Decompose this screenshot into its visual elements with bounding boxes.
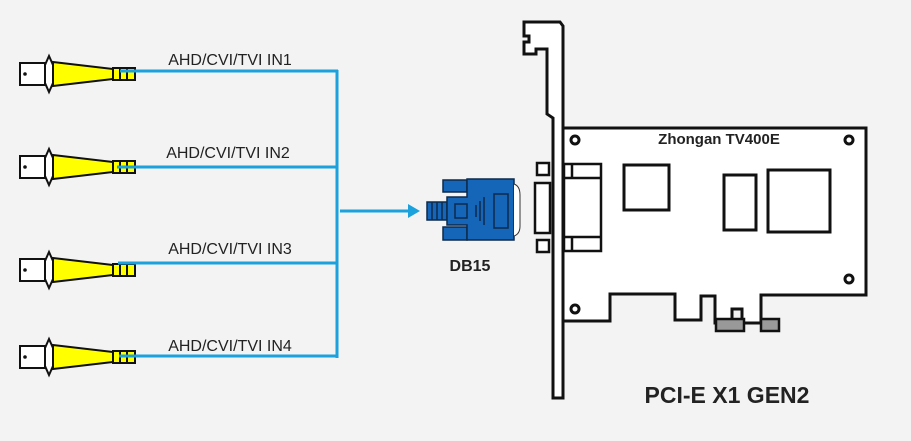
bnc-connector-icon — [19, 338, 136, 376]
bnc-connector-icon — [19, 251, 136, 289]
chip — [622, 163, 671, 212]
chips — [622, 163, 832, 234]
arrow-head-icon — [408, 204, 420, 218]
card-name: Zhongan TV400E — [658, 131, 780, 148]
mounting-hole — [843, 273, 855, 285]
db15-connector-icon — [426, 178, 521, 241]
input-connector-4 — [19, 338, 136, 376]
db15-label: DB15 — [450, 258, 491, 275]
gold-finger — [759, 317, 781, 333]
mounting-hole — [569, 303, 581, 315]
chip — [766, 168, 832, 234]
input-label-2: AHD/CVI/TVI IN2 — [166, 145, 290, 162]
input-label-4: AHD/CVI/TVI IN4 — [168, 338, 292, 355]
vga-port — [533, 161, 603, 254]
bnc-connector-icon — [19, 55, 136, 93]
mounting-holes — [569, 134, 855, 315]
input-label-3: AHD/CVI/TVI IN3 — [168, 241, 292, 258]
input-connector-3 — [19, 251, 136, 289]
gold-finger — [714, 317, 746, 333]
chip — [722, 173, 758, 232]
input-connector-1 — [19, 55, 136, 93]
mounting-hole — [569, 134, 581, 146]
mounting-hole — [843, 134, 855, 146]
signal-lines — [117, 69, 410, 358]
input-label-1: AHD/CVI/TVI IN1 — [168, 52, 292, 69]
interface-label: PCI-E X1 GEN2 — [645, 382, 810, 408]
